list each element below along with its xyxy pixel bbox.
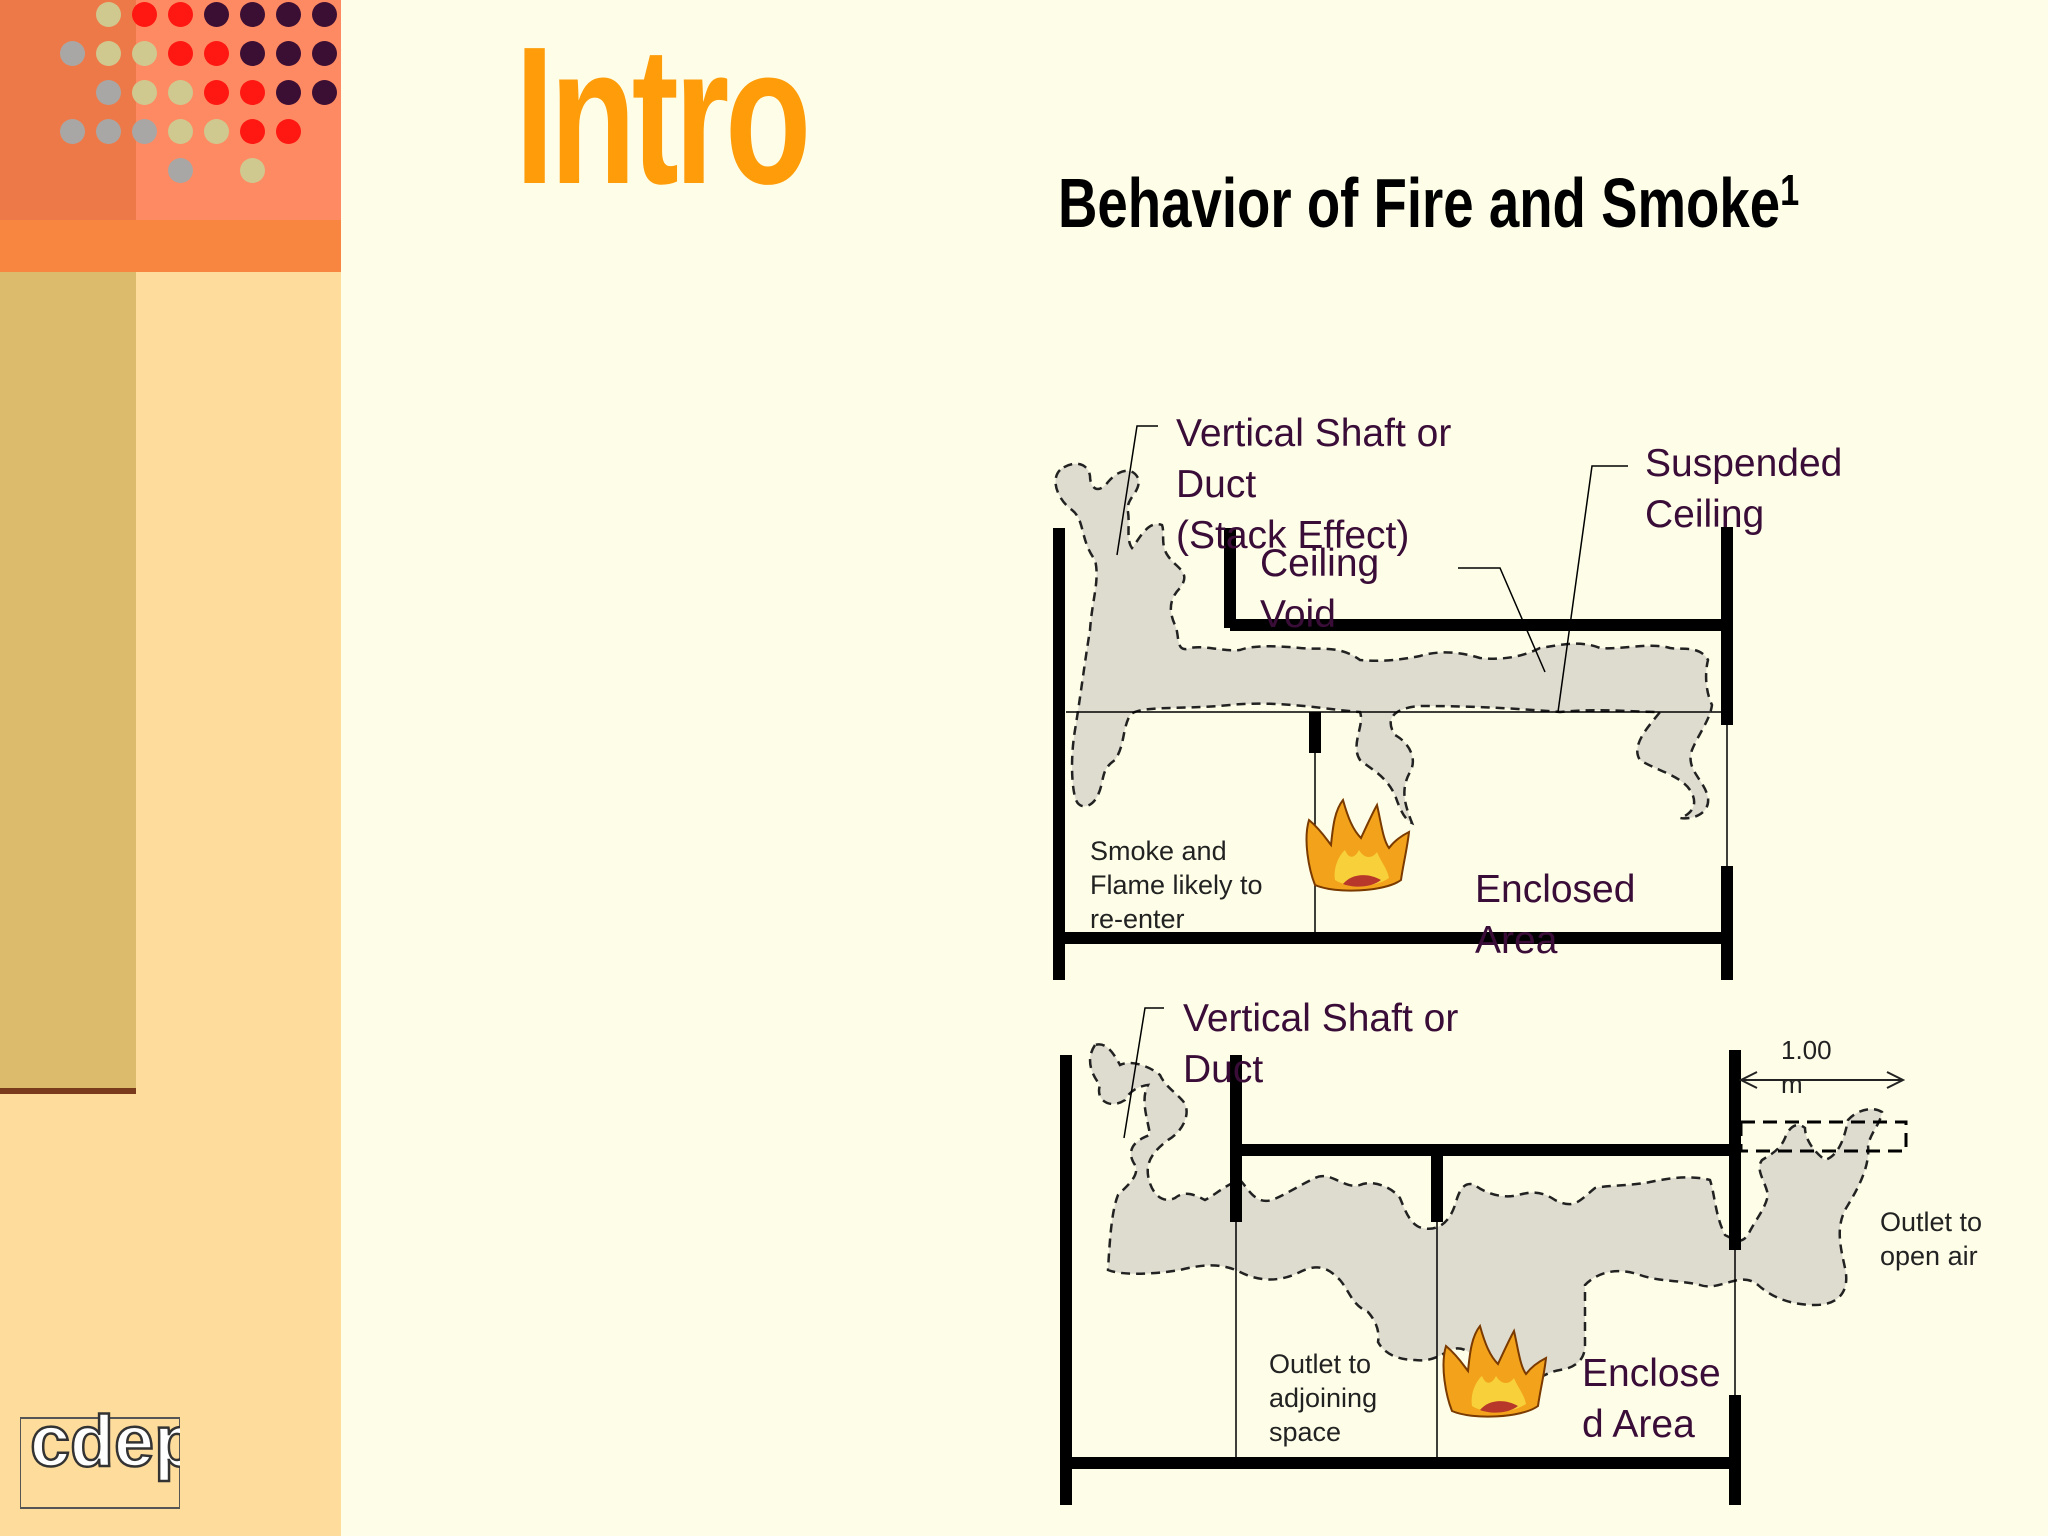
dimension-label: 1.00 m [1781,1035,1839,1099]
cdep-logo: cdep [20,1401,180,1509]
decorative-dot [240,119,265,144]
decorative-dot [168,2,193,27]
decorative-dot [312,2,337,27]
sidebar-divider [0,1088,136,1094]
decorative-dot [132,2,157,27]
top-enclosed-label: Enclosed Area [1475,868,1646,962]
reenter-label: Smoke and Flame likely to re-enter [1090,836,1270,934]
decorative-dot [204,41,229,66]
slide-subtitle: Behavior of Fire and Smoke1 [1058,168,1799,238]
dimension-arrow-right [1886,1071,1906,1089]
slide-title: Intro [515,6,811,225]
decorative-dot [276,119,301,144]
decorative-dot [276,2,301,27]
top-smoke-cloud [1054,462,1714,826]
decorative-dot [168,158,193,183]
decorative-dot [168,119,193,144]
decorative-dot [312,41,337,66]
decorative-dot [240,2,265,27]
decorative-dot [204,119,229,144]
top-shaft-leader [1116,425,1158,556]
decorative-dot [312,80,337,105]
decorative-dot [168,41,193,66]
bottom-enclosed-label: Enclose d Area [1582,1352,1732,1446]
outlet-adjoining-label: Outlet to adjoining space [1269,1349,1385,1447]
decorative-dot [60,41,85,66]
decorative-dot [240,41,265,66]
decorative-dot [96,41,121,66]
decorative-dot [240,80,265,105]
sidebar-decoration [0,0,341,1536]
subtitle-text: Behavior of Fire and Smoke [1058,164,1781,242]
decorative-dot [96,119,121,144]
decorative-dot [168,80,193,105]
bottom-shaft-leader [1123,1007,1164,1139]
decorative-dot [276,80,301,105]
outlet-dashed-box [1739,1120,1908,1153]
top-shaft-label: Vertical Shaft or Duct (Stack Effect) [1176,412,1462,557]
bottom-shaft-label: Vertical Shaft or Duct [1183,997,1469,1091]
outlet-open-air-label: Outlet to open air [1880,1207,1990,1271]
dimension-arrow-left [1738,1071,1758,1089]
decorative-dot [132,80,157,105]
bottom-fire-icon [1442,1323,1548,1418]
footnote-marker: 1 [1780,166,1800,215]
decorative-dot [96,2,121,27]
bottom-diagram: Vertical Shaft or Duct 1.00 m Outlet to … [1060,997,1990,1505]
sidebar-tan-block [0,272,136,1088]
suspended-ceiling-label: Suspended Ceiling [1645,442,1853,536]
decorative-dot [240,158,265,183]
ceiling-void-label: Ceiling Void [1260,542,1390,636]
decorative-dot [132,119,157,144]
bottom-smoke-cloud [1088,1043,1884,1393]
decorative-dot [204,80,229,105]
decorative-dot [96,80,121,105]
logo-text: cdep [30,1402,180,1482]
decorative-dot [204,2,229,27]
decorative-dot [276,41,301,66]
ceiling-void-leader [1458,567,1546,673]
suspended-ceiling-leader [1557,465,1628,713]
top-fire-icon [1305,797,1411,892]
top-diagram: Vertical Shaft or Duct (Stack Effect) Ce… [1053,412,1853,980]
decorative-dot [132,41,157,66]
decorative-dot [60,119,85,144]
sidebar-band [0,220,341,272]
